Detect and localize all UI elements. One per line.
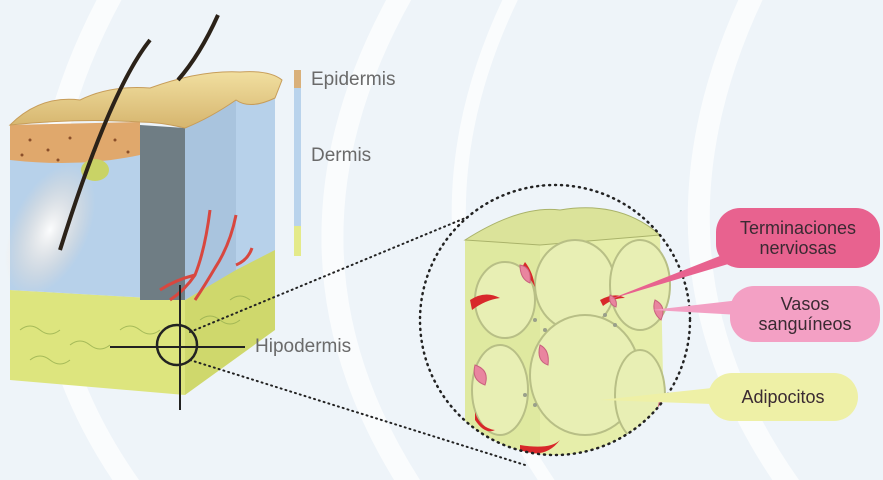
hipodermis-layer (10, 290, 185, 395)
dermis-label: Dermis (311, 145, 371, 167)
layer-color-bar (294, 70, 301, 256)
adipocitos-label: Adipocitos (708, 373, 858, 421)
vasos-sanguineos-label: Vasos sanguíneos (730, 286, 880, 342)
terminaciones-nerviosas-label: Terminaciones nerviosas (716, 208, 880, 268)
hipodermis-label: Hipodermis (255, 336, 351, 358)
skin-block (0, 15, 282, 395)
epidermis-label: Epidermis (311, 69, 395, 91)
hair-2 (178, 15, 218, 80)
zoom-detail (420, 185, 690, 470)
epidermis-layer (10, 122, 140, 163)
